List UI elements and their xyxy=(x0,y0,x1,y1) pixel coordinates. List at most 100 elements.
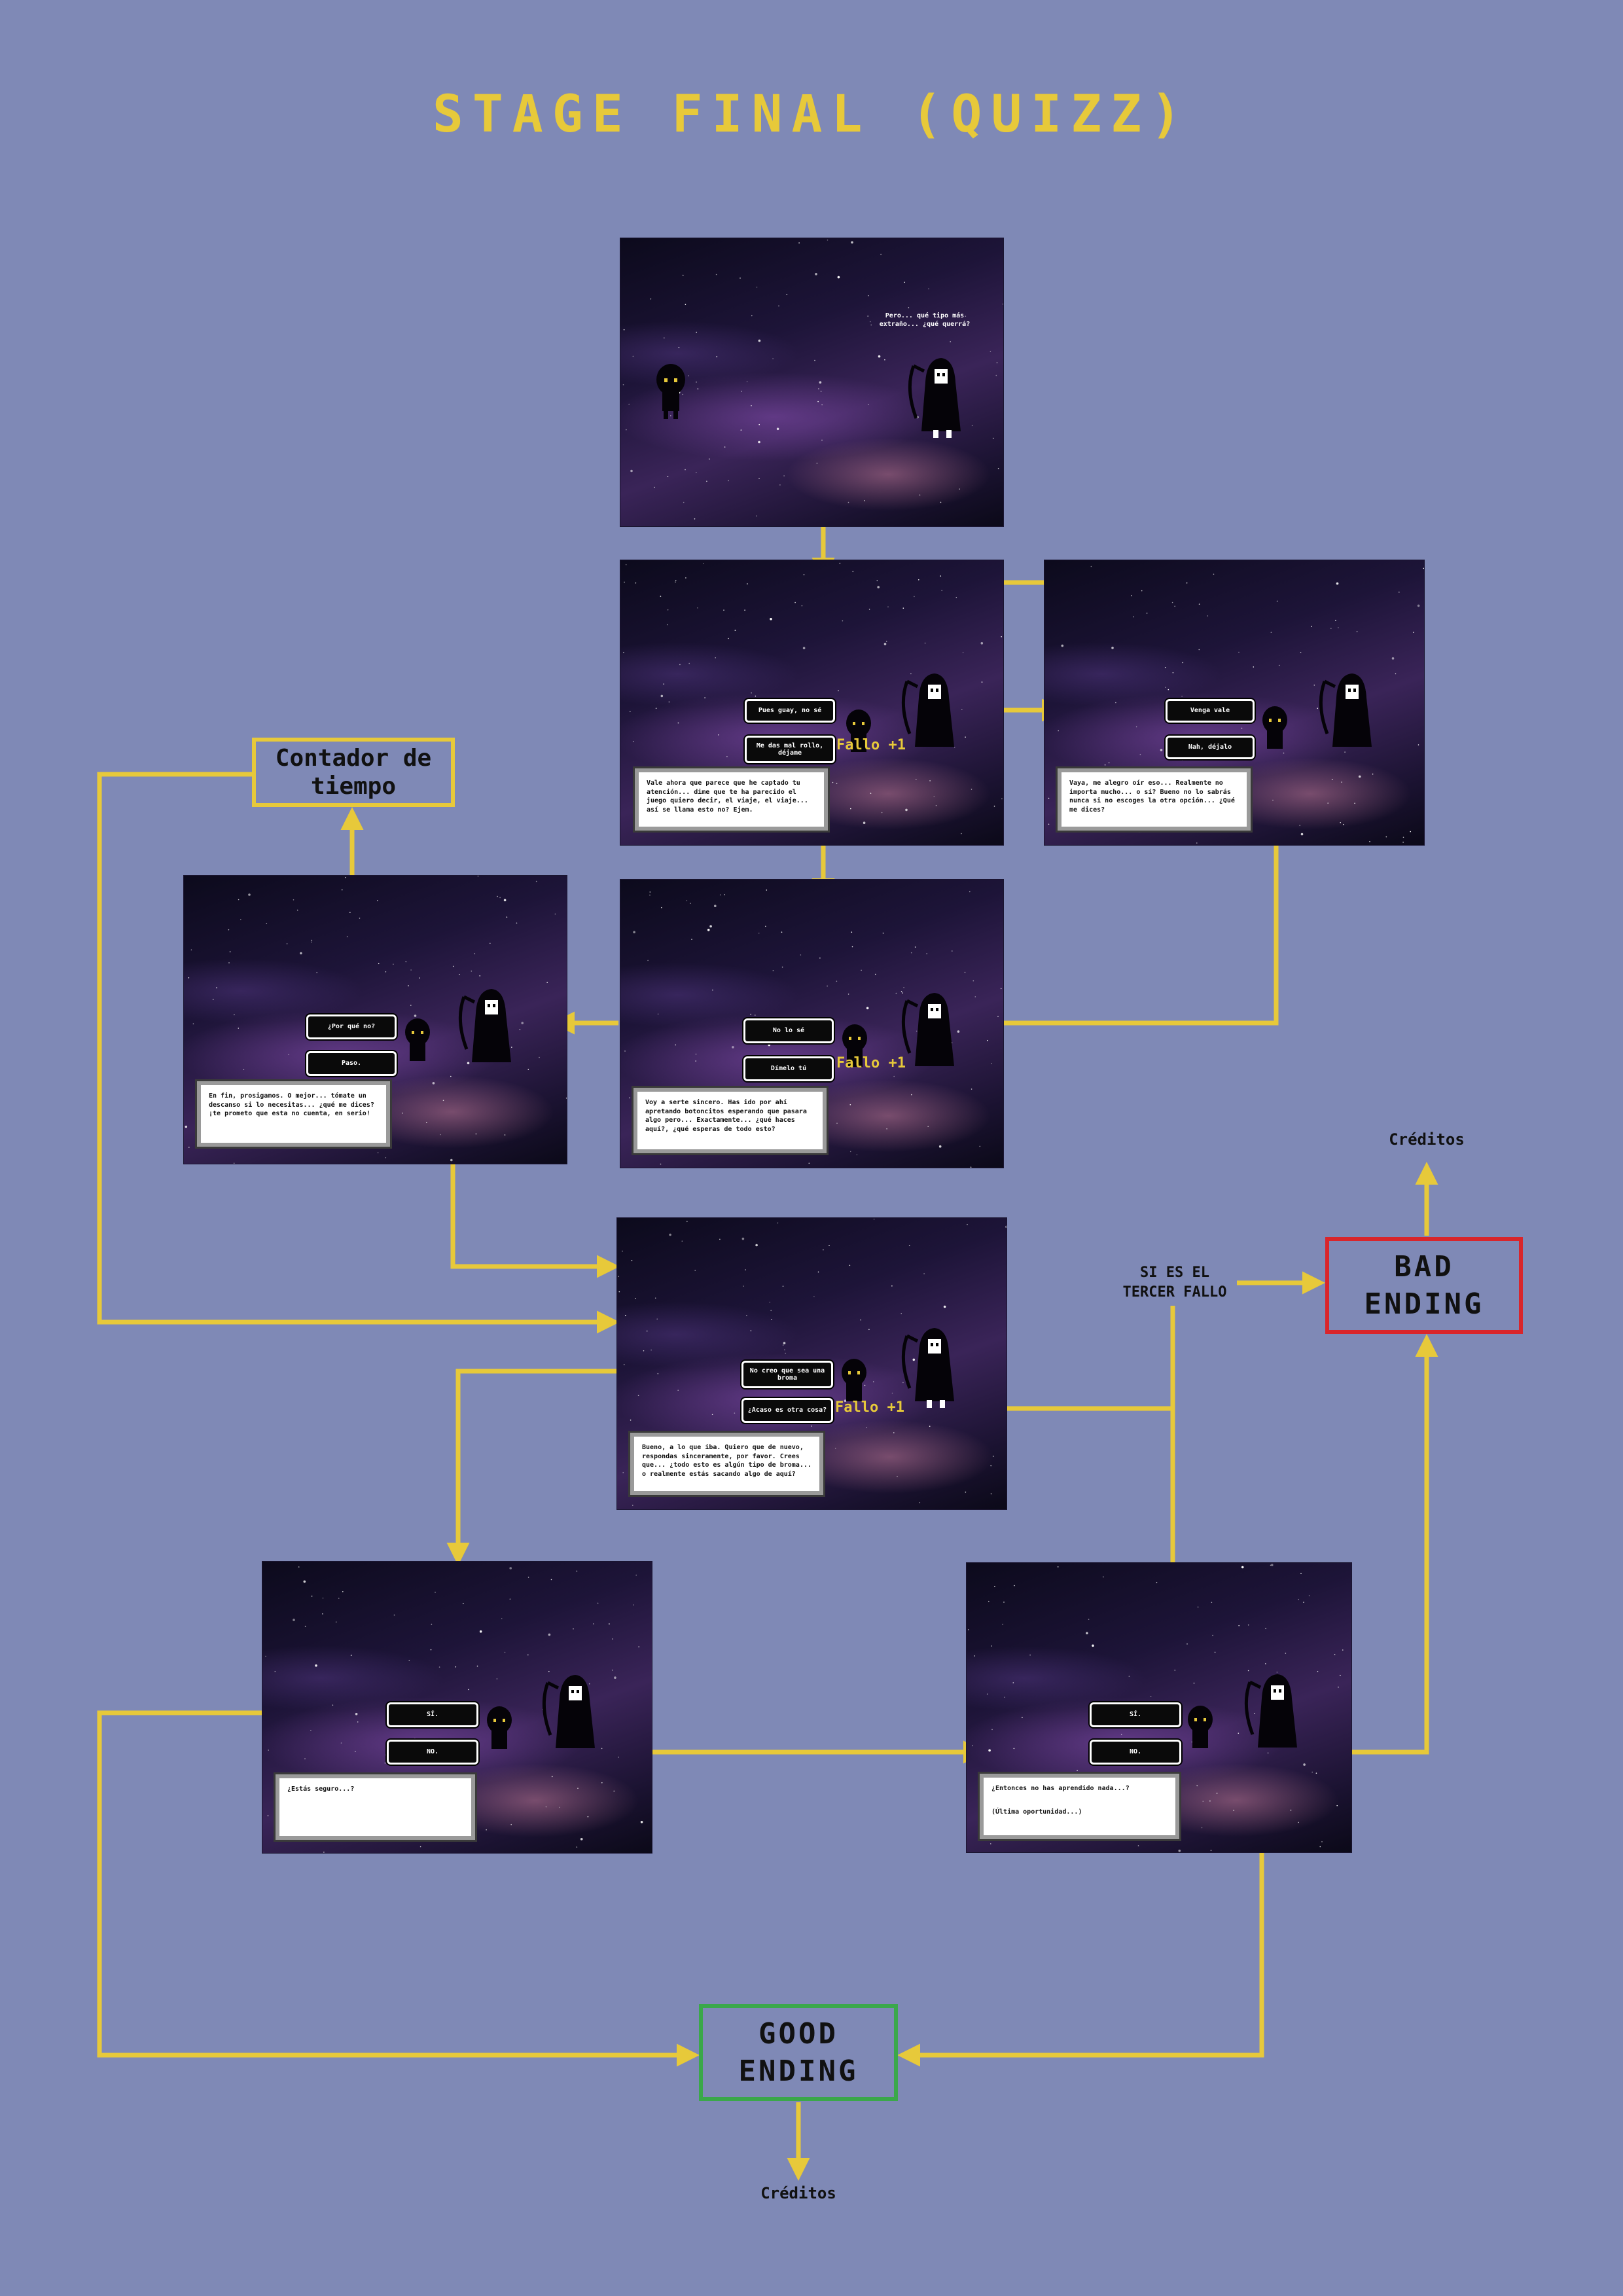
dialog-box: ¿Entonces no has aprendido nada...? (Últ… xyxy=(978,1772,1181,1841)
star xyxy=(303,1580,306,1583)
star xyxy=(1196,842,1198,844)
shadow-child-sprite xyxy=(487,1706,512,1749)
star xyxy=(651,1349,652,1351)
star xyxy=(559,1806,560,1808)
star xyxy=(377,1152,379,1154)
star xyxy=(580,1838,583,1840)
star xyxy=(979,1145,981,1147)
star xyxy=(622,384,624,386)
star xyxy=(685,304,687,305)
option-button-yes[interactable]: SÍ. xyxy=(1090,1702,1181,1727)
star xyxy=(746,1315,747,1316)
star xyxy=(724,894,725,895)
star xyxy=(1303,1763,1306,1766)
star xyxy=(450,1075,452,1077)
good-ending-line2: ENDING xyxy=(738,2054,859,2088)
star xyxy=(643,1350,645,1352)
option-button-1[interactable]: No lo sé xyxy=(743,1018,834,1043)
star xyxy=(649,894,651,896)
reaper-sprite xyxy=(1244,1674,1297,1748)
star xyxy=(1048,823,1050,825)
star xyxy=(234,1014,235,1016)
star xyxy=(316,972,317,973)
bad-ending-line1: BAD xyxy=(1394,1249,1454,1283)
star xyxy=(755,1014,756,1016)
star xyxy=(990,1465,991,1467)
star xyxy=(849,1104,851,1105)
option-button-1[interactable]: Pues guay, no sé xyxy=(745,699,835,723)
star xyxy=(1285,1653,1287,1654)
star xyxy=(1276,1672,1278,1673)
star xyxy=(758,478,760,479)
star xyxy=(669,1233,671,1236)
star xyxy=(624,581,625,583)
star xyxy=(965,1492,967,1493)
option-button-2[interactable]: Nah, déjalo xyxy=(1166,736,1255,759)
option-button-2[interactable]: ¿Acaso es otra cosa? xyxy=(741,1398,833,1423)
star xyxy=(1241,727,1243,729)
star xyxy=(357,1721,359,1723)
bubble-line1: Pero... qué tipo más xyxy=(885,312,965,319)
star xyxy=(1198,649,1200,651)
scene-last-chance: SÍ. NO. ¿Entonces no has aprendido nada.… xyxy=(966,1562,1352,1853)
star xyxy=(660,694,664,698)
star xyxy=(632,741,634,742)
star xyxy=(504,1134,506,1136)
star xyxy=(1004,1696,1005,1698)
star xyxy=(430,1649,432,1651)
third-fail-line2: TERCER FALLO xyxy=(1122,1283,1227,1300)
reaper-sprite xyxy=(1319,673,1372,747)
star xyxy=(341,889,343,891)
star xyxy=(990,1843,991,1844)
star xyxy=(986,1693,988,1695)
star xyxy=(1160,749,1163,751)
speech-bubble: Pero... qué tipo más extraño... ¿qué que… xyxy=(879,312,971,329)
option-button-no[interactable]: NO. xyxy=(1090,1740,1181,1765)
star xyxy=(1336,582,1339,585)
star xyxy=(927,1126,929,1127)
option-button-2[interactable]: Me das mal rollo, déjame xyxy=(745,736,835,763)
star xyxy=(686,900,688,901)
dialog-box: En fin, prosigamos. O mejor... tómate un… xyxy=(195,1079,392,1149)
star xyxy=(769,1301,771,1303)
star xyxy=(1003,1602,1005,1603)
star xyxy=(622,1472,624,1473)
option-button-yes[interactable]: SÍ. xyxy=(387,1702,478,1727)
fail-counter-label: Fallo +1 xyxy=(836,737,906,753)
star xyxy=(706,480,707,482)
star xyxy=(442,1100,444,1102)
star xyxy=(971,425,973,427)
option-button-1[interactable]: ¿Por qué no? xyxy=(306,1014,397,1039)
reaper-sprite xyxy=(908,358,961,438)
star xyxy=(322,1613,323,1615)
star xyxy=(310,1730,312,1731)
star xyxy=(1298,1821,1299,1823)
option-button-1[interactable]: Venga vale xyxy=(1166,699,1255,723)
star xyxy=(504,1651,506,1653)
star xyxy=(836,980,838,982)
star xyxy=(229,951,231,952)
star xyxy=(970,1166,972,1168)
option-button-no[interactable]: NO. xyxy=(387,1740,478,1765)
star xyxy=(784,1349,785,1351)
star xyxy=(1193,1682,1195,1684)
star xyxy=(751,315,753,317)
star xyxy=(385,1754,386,1756)
star xyxy=(1111,647,1114,649)
star xyxy=(961,709,963,710)
star xyxy=(709,925,712,928)
star xyxy=(1198,603,1200,605)
option-button-2[interactable]: Dímelo tú xyxy=(743,1056,834,1081)
star xyxy=(471,970,473,972)
option-button-2[interactable]: Paso. xyxy=(306,1051,397,1076)
star xyxy=(814,359,815,361)
star xyxy=(340,1742,342,1744)
credits-bad-label: Créditos xyxy=(1389,1130,1465,1149)
star xyxy=(696,382,697,383)
star xyxy=(851,241,853,244)
star xyxy=(510,1823,512,1825)
star xyxy=(1303,1602,1304,1603)
star xyxy=(506,916,508,918)
option-button-1[interactable]: No creo que sea una broma xyxy=(741,1361,833,1388)
star xyxy=(974,1655,975,1657)
